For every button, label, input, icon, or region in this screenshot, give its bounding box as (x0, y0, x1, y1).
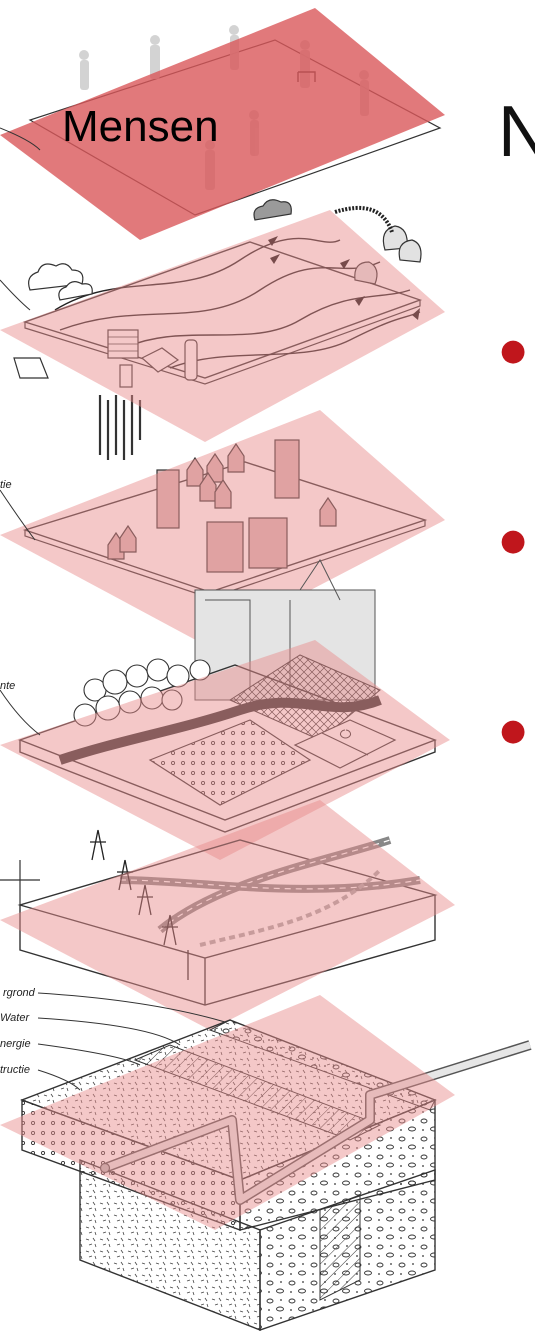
clipped-label-1: tie (0, 480, 12, 491)
bullet-2: ● (500, 526, 526, 556)
land-use-layer-highlight (0, 640, 450, 860)
bullet-1: ● (500, 336, 526, 366)
bullet-3: ● (500, 716, 526, 746)
layer-subsurface (0, 995, 530, 1330)
clipped-label-2: nte (0, 681, 15, 692)
legend-label-infrastructuur: tructie (0, 1065, 30, 1076)
top-layer-label: Mensen (62, 105, 219, 149)
flows-layer-highlight (0, 210, 445, 442)
slide-title-partial: N (498, 96, 535, 168)
layer-flows (0, 200, 445, 460)
legend-label-water: Water (0, 1013, 29, 1024)
layer-buildings (0, 410, 445, 700)
legend-label-ondergrond: rgrond (3, 988, 35, 999)
legend-label-energie: nergie (0, 1039, 31, 1050)
layer-land-use (0, 640, 450, 860)
